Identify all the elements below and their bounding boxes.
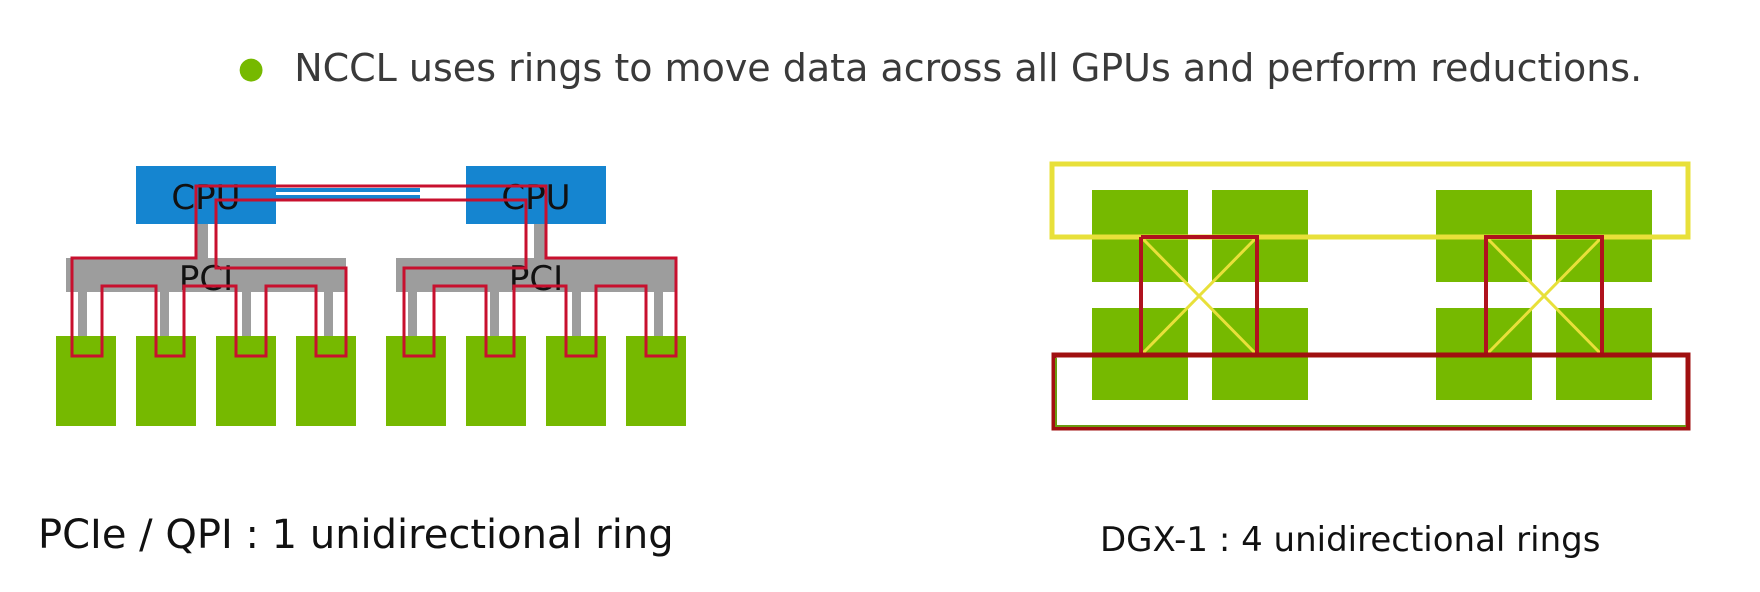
bullet-line: ● NCCL uses rings to move data across al…: [238, 40, 1642, 96]
gpu-box: [386, 336, 446, 426]
cpu-label-2: CPU: [501, 178, 570, 218]
pci-label-2: PCI: [509, 259, 563, 299]
cpu-box-1: [136, 166, 276, 224]
dgx1-diagram: [1049, 161, 1691, 431]
qpi-link-highlight: [245, 192, 420, 195]
ring-yellow-crosses: [1139, 235, 1604, 357]
pcie-ring: [70, 184, 678, 358]
gpu-row-left: [56, 336, 686, 426]
gpu-grid-right: [1092, 190, 1652, 400]
pci-gpu-connectors: [78, 292, 663, 336]
gpu-box: [56, 336, 116, 426]
pcie-qpi-diagram: CPU CPU PCI PCI: [56, 166, 686, 426]
ring-yellow-top: [1049, 161, 1691, 240]
cpu-label-1: CPU: [171, 178, 240, 218]
cpu-pci-connector-2: [534, 224, 546, 258]
bullet-text: NCCL uses rings to move data across all …: [294, 46, 1643, 90]
ring-red: [1139, 235, 1604, 357]
gpu-box: [466, 336, 526, 426]
pci-label-1: PCI: [179, 259, 233, 299]
ring-bottom-accent: [1055, 358, 1686, 427]
caption-pcie: PCIe / QPI : 1 unidirectional ring: [38, 512, 674, 558]
cpu-box-2: [466, 166, 606, 224]
gpu-box: [136, 336, 196, 426]
cpu-pci-connector-1: [196, 224, 208, 258]
caption-dgx1: DGX-1 : 4 unidirectional rings: [1100, 520, 1601, 560]
bullet-dot-icon: ●: [238, 50, 265, 86]
ring-bottom: [1051, 352, 1691, 431]
